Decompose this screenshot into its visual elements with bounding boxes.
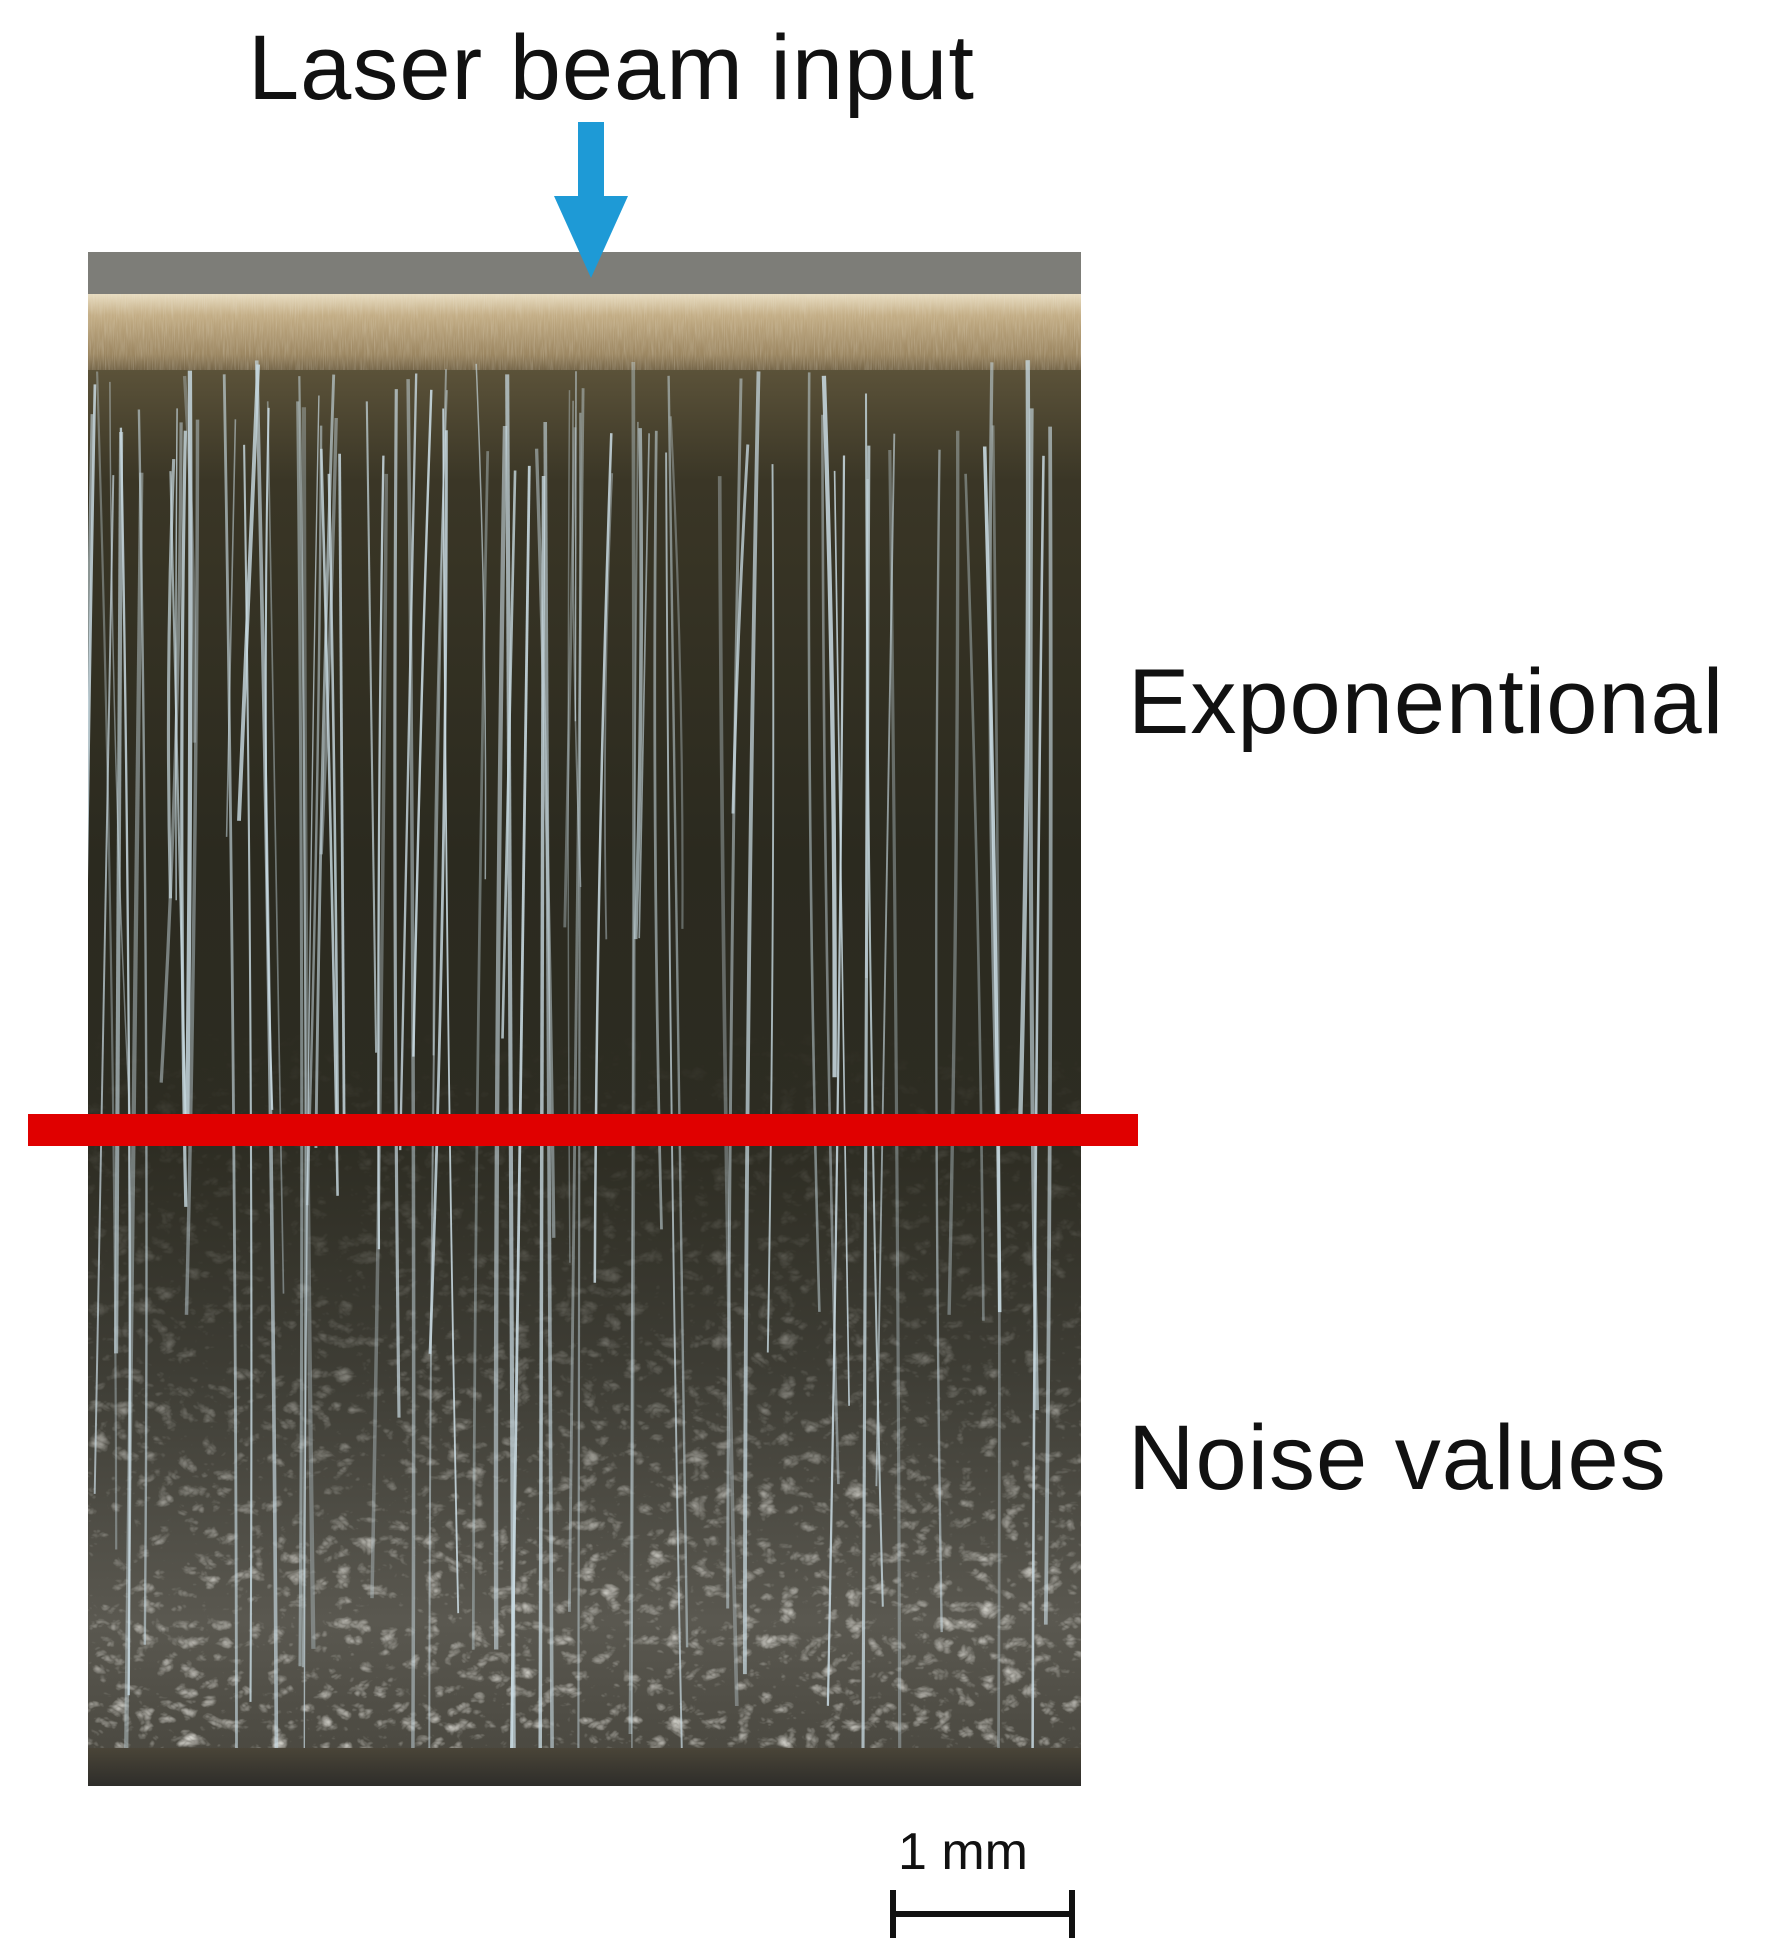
scale-bar-label: 1 mm bbox=[898, 1823, 1028, 1881]
striation-line bbox=[493, 425, 508, 1650]
striation-line bbox=[864, 393, 884, 1607]
striation-line bbox=[501, 470, 517, 1039]
striation-line bbox=[826, 455, 846, 1706]
striation-line bbox=[222, 374, 238, 1751]
striation-line bbox=[742, 371, 761, 1675]
striation-line bbox=[327, 473, 340, 1136]
striation-line bbox=[505, 374, 516, 1751]
striation-line bbox=[571, 400, 582, 888]
striation-line bbox=[875, 433, 896, 1487]
striation-line bbox=[428, 430, 448, 1354]
striation-line bbox=[982, 446, 1002, 1313]
striation-line bbox=[296, 401, 304, 1667]
striation-line bbox=[947, 430, 960, 1315]
striation-line bbox=[393, 389, 401, 1418]
striation-line bbox=[475, 363, 487, 880]
striation-line bbox=[543, 421, 554, 1751]
striation-line bbox=[766, 464, 775, 1353]
striation-line bbox=[370, 473, 389, 1599]
striation-line bbox=[821, 375, 837, 1078]
striation-line bbox=[338, 453, 346, 1136]
striation-line bbox=[399, 373, 418, 1151]
striation-line bbox=[305, 425, 323, 1206]
beam-input-label: Laser beam input bbox=[248, 17, 975, 119]
striation-line bbox=[888, 449, 902, 1751]
striation-line bbox=[109, 381, 131, 1115]
striation-line bbox=[563, 427, 577, 928]
arrow-down-icon bbox=[554, 122, 628, 278]
striation-line bbox=[538, 475, 546, 1751]
striation-line bbox=[264, 407, 274, 1110]
striation-line bbox=[935, 449, 943, 1633]
striation-line bbox=[628, 361, 636, 1735]
striation-line bbox=[159, 422, 183, 1083]
upper-zone-label: Exponentional bbox=[1128, 651, 1725, 753]
striation-line bbox=[180, 430, 188, 1207]
lower-zone-label: Noise values bbox=[1128, 1407, 1667, 1509]
striation-line bbox=[237, 364, 261, 821]
striation-line bbox=[577, 412, 582, 1751]
striation-line bbox=[665, 452, 683, 1751]
striation-line bbox=[225, 419, 237, 837]
striation-line bbox=[184, 419, 200, 1315]
striation-line bbox=[717, 476, 739, 1707]
striation-line bbox=[1018, 360, 1031, 1121]
striation-line bbox=[124, 472, 144, 1751]
striation-line bbox=[88, 384, 97, 882]
striation-line bbox=[861, 445, 871, 1751]
striation-line bbox=[301, 407, 316, 1649]
striation-line bbox=[833, 470, 850, 1406]
striation-line bbox=[567, 388, 585, 1612]
striation-line bbox=[1043, 426, 1053, 1625]
striation-line bbox=[667, 375, 689, 1648]
striation-line bbox=[630, 421, 639, 1751]
striation-line bbox=[319, 417, 338, 855]
bottom-edge bbox=[88, 1748, 1081, 1786]
striation-line bbox=[119, 427, 131, 1696]
striation-line bbox=[603, 473, 614, 940]
striation-line bbox=[114, 431, 124, 1354]
striation-line bbox=[442, 408, 460, 1614]
striation-line bbox=[726, 378, 743, 1609]
striation-line bbox=[88, 414, 94, 777]
striation-line bbox=[185, 370, 193, 1118]
striation-line bbox=[638, 433, 650, 939]
striation-line bbox=[669, 416, 684, 929]
striation-line bbox=[365, 401, 378, 1053]
striation-line bbox=[964, 473, 985, 1321]
zone-divider-line bbox=[28, 1114, 1138, 1146]
striation-line bbox=[412, 389, 433, 1057]
scale-bar-icon bbox=[890, 1890, 1075, 1938]
striation-line bbox=[1028, 408, 1039, 1411]
striation-line bbox=[574, 371, 577, 722]
striation-line bbox=[593, 433, 613, 1283]
striation-line bbox=[166, 459, 176, 899]
striation-lines bbox=[88, 360, 1053, 1751]
striation-line bbox=[633, 428, 644, 940]
striation-line bbox=[182, 375, 197, 743]
striation-line bbox=[1031, 455, 1045, 1751]
striation-line bbox=[510, 465, 531, 1751]
striation-line bbox=[266, 401, 285, 1294]
striation-line bbox=[298, 376, 307, 1668]
striation-line bbox=[731, 444, 750, 814]
striation-line bbox=[137, 409, 148, 1645]
striation-line bbox=[175, 408, 178, 901]
striation-line bbox=[406, 379, 416, 1751]
striation-line bbox=[807, 372, 821, 1312]
striation-line bbox=[96, 371, 118, 1550]
striation-line bbox=[320, 448, 339, 1196]
